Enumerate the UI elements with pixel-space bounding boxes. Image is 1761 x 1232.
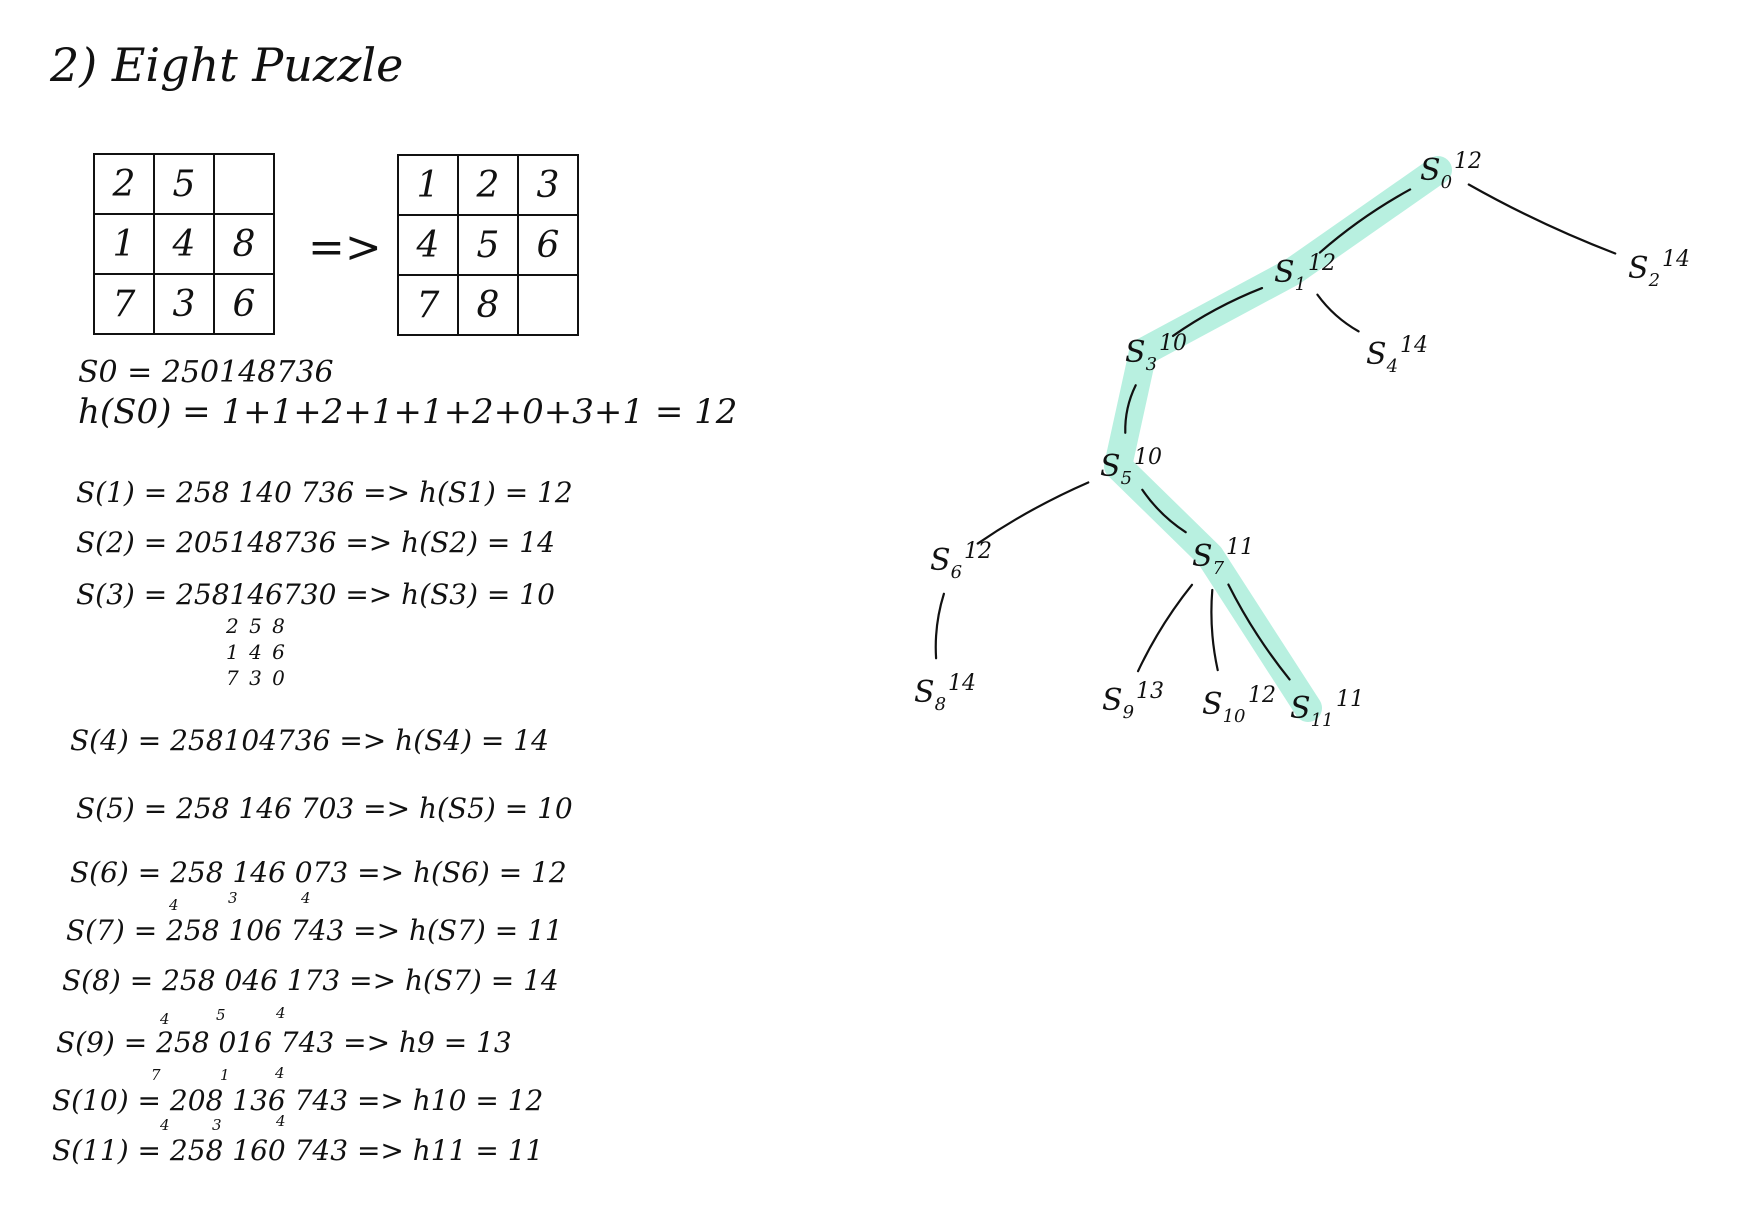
goal-state-grid: 1 2 3 4 5 6 7 8 xyxy=(397,154,579,336)
s11-mark: 4 xyxy=(160,1116,170,1134)
node-heuristic: 11 xyxy=(1226,535,1254,560)
s11-mark: 3 xyxy=(212,1116,222,1134)
start-cell: 6 xyxy=(213,273,275,335)
node-label: S11 xyxy=(1290,691,1333,731)
tree-edge-s5-s7 xyxy=(1141,488,1187,534)
node-heuristic: 10 xyxy=(1159,331,1187,356)
start-cell: 5 xyxy=(153,153,215,215)
node-label: S4 xyxy=(1366,337,1398,377)
node-label: S7 xyxy=(1192,539,1225,579)
tree-edge-s6-s8 xyxy=(934,592,946,660)
goal-cell: 2 xyxy=(457,154,519,216)
s11-mark: 4 xyxy=(276,1112,286,1130)
s7-mark: 4 xyxy=(169,896,179,914)
start-cell: 7 xyxy=(93,273,155,335)
node-label: S3 xyxy=(1125,335,1157,375)
start-cell: 2 xyxy=(93,153,155,215)
node-heuristic: 12 xyxy=(1308,251,1336,276)
state-line: S(2) = 205148736 => h(S2) = 14 xyxy=(76,526,555,559)
s9-mark: 4 xyxy=(276,1004,286,1022)
node-heuristic: 14 xyxy=(1400,333,1428,358)
tree-edge-s5-s6 xyxy=(976,481,1090,545)
node-label: S0 xyxy=(1420,153,1452,193)
node-label: S10 xyxy=(1202,687,1245,727)
tree-edge-s0-s2 xyxy=(1467,183,1617,255)
s7-mark: 4 xyxy=(301,889,311,907)
start-cell xyxy=(213,153,275,215)
state-line: S(4) = 258104736 => h(S4) = 14 xyxy=(70,724,549,757)
s10-mark: 4 xyxy=(275,1064,285,1082)
state-line: S(11) = 258 160 743 => h11 = 11 xyxy=(52,1134,544,1167)
start-cell: 1 xyxy=(93,213,155,275)
tree-edge-s7-s9 xyxy=(1136,583,1194,673)
transform-arrow: => xyxy=(308,222,382,273)
s9-mark: 4 xyxy=(160,1010,170,1028)
tree-edge-s1-s4 xyxy=(1316,293,1360,333)
node-label: S1 xyxy=(1274,255,1306,295)
state-line: S(7) = 258 106 743 => h(S7) = 11 xyxy=(66,914,563,947)
node-heuristic: 12 xyxy=(1248,683,1276,708)
goal-cell: 3 xyxy=(517,154,579,216)
node-heuristic: 10 xyxy=(1134,445,1162,470)
start-state-grid: 2 5 1 4 8 7 3 6 xyxy=(93,153,275,335)
goal-cell: 4 xyxy=(397,214,459,276)
tree-edge-s1-s3 xyxy=(1171,286,1264,338)
node-heuristic: 13 xyxy=(1136,679,1164,704)
node-heuristic: 12 xyxy=(964,539,992,564)
node-label: S2 xyxy=(1628,251,1660,291)
tree-edge-s7-s11 xyxy=(1227,583,1291,681)
goal-cell: 5 xyxy=(457,214,519,276)
goal-cell: 6 xyxy=(517,214,579,276)
s10-mark: 1 xyxy=(220,1066,230,1084)
state-line: S(6) = 258 146 073 => h(S6) = 12 xyxy=(70,856,567,889)
h0-calculation: h(S0) = 1+1+2+1+1+2+0+3+1 = 12 xyxy=(78,392,738,432)
node-label: S5 xyxy=(1100,449,1132,489)
page-title: 2) Eight Puzzle xyxy=(50,38,404,92)
s3-grid-row: 2 5 8 xyxy=(226,614,287,638)
node-heuristic: 11 xyxy=(1336,687,1364,712)
state-line: S(10) = 208 136 743 => h10 = 12 xyxy=(52,1084,544,1117)
node-label: S8 xyxy=(914,675,946,715)
tree-edge-s0-s1 xyxy=(1318,188,1412,254)
state-line: S(1) = 258 140 736 => h(S1) = 12 xyxy=(76,476,573,509)
state-line: S(8) = 258 046 173 => h(S7) = 14 xyxy=(62,964,559,997)
s7-mark: 3 xyxy=(228,889,238,907)
goal-cell: 8 xyxy=(457,274,519,336)
s10-mark: 7 xyxy=(151,1066,161,1084)
goal-cell: 7 xyxy=(397,274,459,336)
goal-cell: 1 xyxy=(397,154,459,216)
node-heuristic: 14 xyxy=(948,671,976,696)
node-heuristic: 12 xyxy=(1454,149,1482,174)
tree-edge-s7-s10 xyxy=(1210,588,1219,672)
start-cell: 3 xyxy=(153,273,215,335)
start-cell: 8 xyxy=(213,213,275,275)
s0-encoding: S0 = 250148736 xyxy=(78,355,334,390)
s3-grid-row: 7 3 0 xyxy=(226,666,287,690)
node-heuristic: 14 xyxy=(1662,247,1690,272)
goal-cell xyxy=(517,274,579,336)
tree-edge-s3-s5 xyxy=(1124,384,1137,434)
s3-grid-row: 1 4 6 xyxy=(226,640,287,664)
state-line: S(5) = 258 146 703 => h(S5) = 10 xyxy=(76,792,573,825)
node-label: S9 xyxy=(1102,683,1134,723)
state-line: S(9) = 258 016 743 => h9 = 13 xyxy=(56,1026,512,1059)
state-line: S(3) = 258146730 => h(S3) = 10 xyxy=(76,578,555,611)
highlighted-path xyxy=(1104,156,1452,722)
s9-mark: 5 xyxy=(216,1006,226,1024)
start-cell: 4 xyxy=(153,213,215,275)
node-label: S6 xyxy=(930,543,962,583)
